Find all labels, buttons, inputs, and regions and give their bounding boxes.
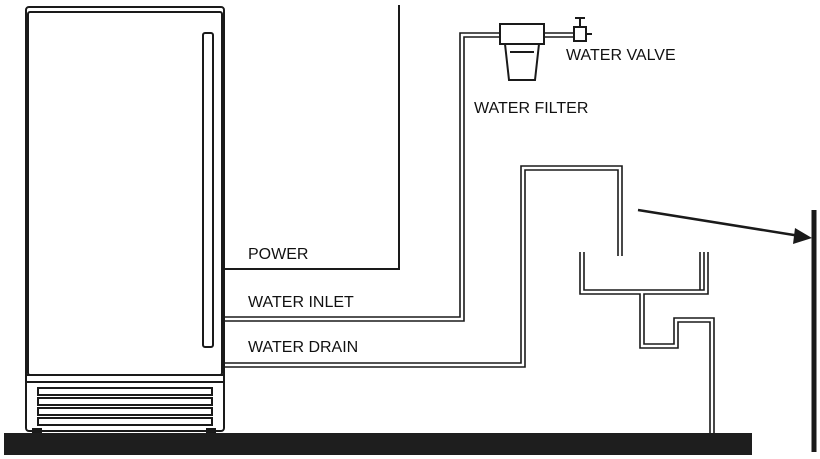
power-label: POWER — [248, 246, 308, 263]
water-valve-icon — [573, 17, 592, 42]
kickplate-vent — [37, 387, 213, 426]
power-cord — [224, 5, 400, 270]
water-filter-label: WATER FILTER — [474, 100, 588, 117]
water-valve-label: WATER VALVE — [566, 47, 676, 64]
water-drain-line — [224, 165, 623, 368]
unit-door — [27, 11, 223, 376]
water-inlet-label: WATER INLET — [248, 294, 354, 311]
pointer-arrow — [637, 208, 812, 244]
drain-funnel — [579, 252, 715, 433]
unit-cabinet — [25, 6, 225, 432]
floor — [4, 433, 752, 455]
water-drain-label: WATER DRAIN — [248, 339, 358, 356]
unit-feet — [32, 428, 216, 433]
ice-maker-unit — [25, 6, 225, 432]
water-filter-icon — [499, 23, 545, 81]
door-handle — [202, 32, 214, 348]
